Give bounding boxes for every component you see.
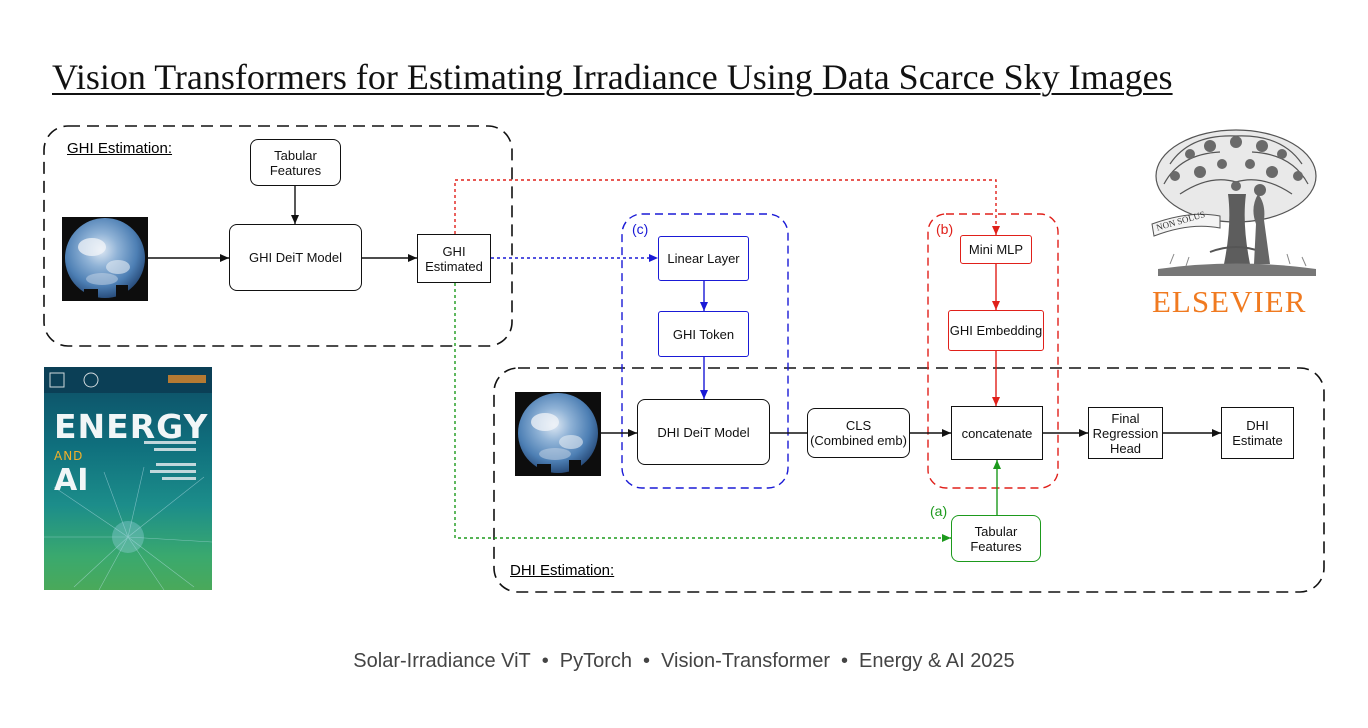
ghi-estimation-region	[43, 125, 513, 347]
footer-separator-1: •	[541, 650, 549, 672]
marker-a: (a)	[930, 503, 948, 519]
dhi-estimation-region	[493, 367, 1325, 593]
marker-c: (c)	[632, 221, 649, 237]
node-ghi-estimated-line2: Estimated	[425, 258, 483, 274]
node-tabular-bottom-line2: Features	[970, 538, 1022, 554]
journal-cover-art	[44, 367, 212, 590]
node-dhi-estimate-line1: DHI	[1246, 418, 1269, 433]
footer-item-4: Energy & AI 2025	[859, 650, 1015, 672]
node-ghi-estimated-line1: GHI	[442, 243, 466, 259]
journal-cover-title-and: AND	[54, 449, 84, 463]
elsevier-tree-logo	[1151, 129, 1317, 276]
journal-cover-title-line2: AI	[54, 463, 89, 498]
node-ghi-token: GHI Token	[658, 311, 749, 357]
sky-image-ghi	[62, 217, 148, 301]
node-cls-line1: CLS	[845, 418, 872, 433]
node-concatenate: concatenate	[951, 406, 1043, 460]
node-tabular-top-line1: Tabular	[274, 147, 317, 163]
ghi-section-label: GHI Estimation:	[67, 140, 173, 157]
footer-separator-3: •	[841, 650, 849, 672]
footer-item-2: PyTorch	[559, 650, 633, 672]
footer-item-3: Vision-Transformer	[661, 650, 830, 672]
arrow-ghi-to-tabular-bottom	[454, 283, 951, 542]
dhi-section-label: DHI Estimation:	[510, 562, 615, 579]
sky-image-dhi	[515, 392, 601, 476]
node-final-head-line1: Final	[1111, 410, 1140, 426]
node-ghi-embedding: GHI Embedding	[948, 310, 1044, 351]
arrow-ghi-to-mini-mlp	[454, 179, 1000, 235]
method-b-region	[927, 213, 1059, 489]
node-cls-line2: (Combined emb)	[810, 433, 907, 448]
footer-tagline: Solar-Irradiance ViT • PyTorch • Vision-Tran…	[0, 650, 1368, 673]
node-tabular-top-line2: Features	[269, 162, 322, 178]
footer-separator-2: •	[643, 650, 651, 672]
page-title: Vision Transformers for Estimating Irrad…	[52, 57, 1173, 97]
node-final-head-line3: Head	[1109, 440, 1142, 456]
node-ghi-deit-model: GHI DeiT Model	[229, 224, 362, 291]
node-final-head-line2: Regression	[1092, 425, 1159, 441]
node-cls-combined-emb: CLS(Combined emb)	[807, 408, 910, 458]
node-linear-layer: Linear Layer	[658, 236, 749, 281]
marker-b: (b)	[936, 221, 954, 237]
method-c-region	[621, 213, 789, 489]
node-dhi-estimate-line2: Estimate	[1232, 433, 1283, 448]
journal-cover-image: ENERGY AND AI	[44, 367, 212, 590]
elsevier-wordmark: ELSEVIER	[1152, 284, 1307, 319]
footer-item-1: Solar-Irradiance ViT	[353, 650, 531, 672]
node-tabular-bottom-line1: Tabular	[974, 523, 1018, 539]
journal-cover-title-line1: ENERGY	[54, 407, 209, 446]
node-mini-mlp: Mini MLP	[960, 235, 1032, 264]
node-dhi-deit-model: DHI DeiT Model	[637, 399, 770, 465]
